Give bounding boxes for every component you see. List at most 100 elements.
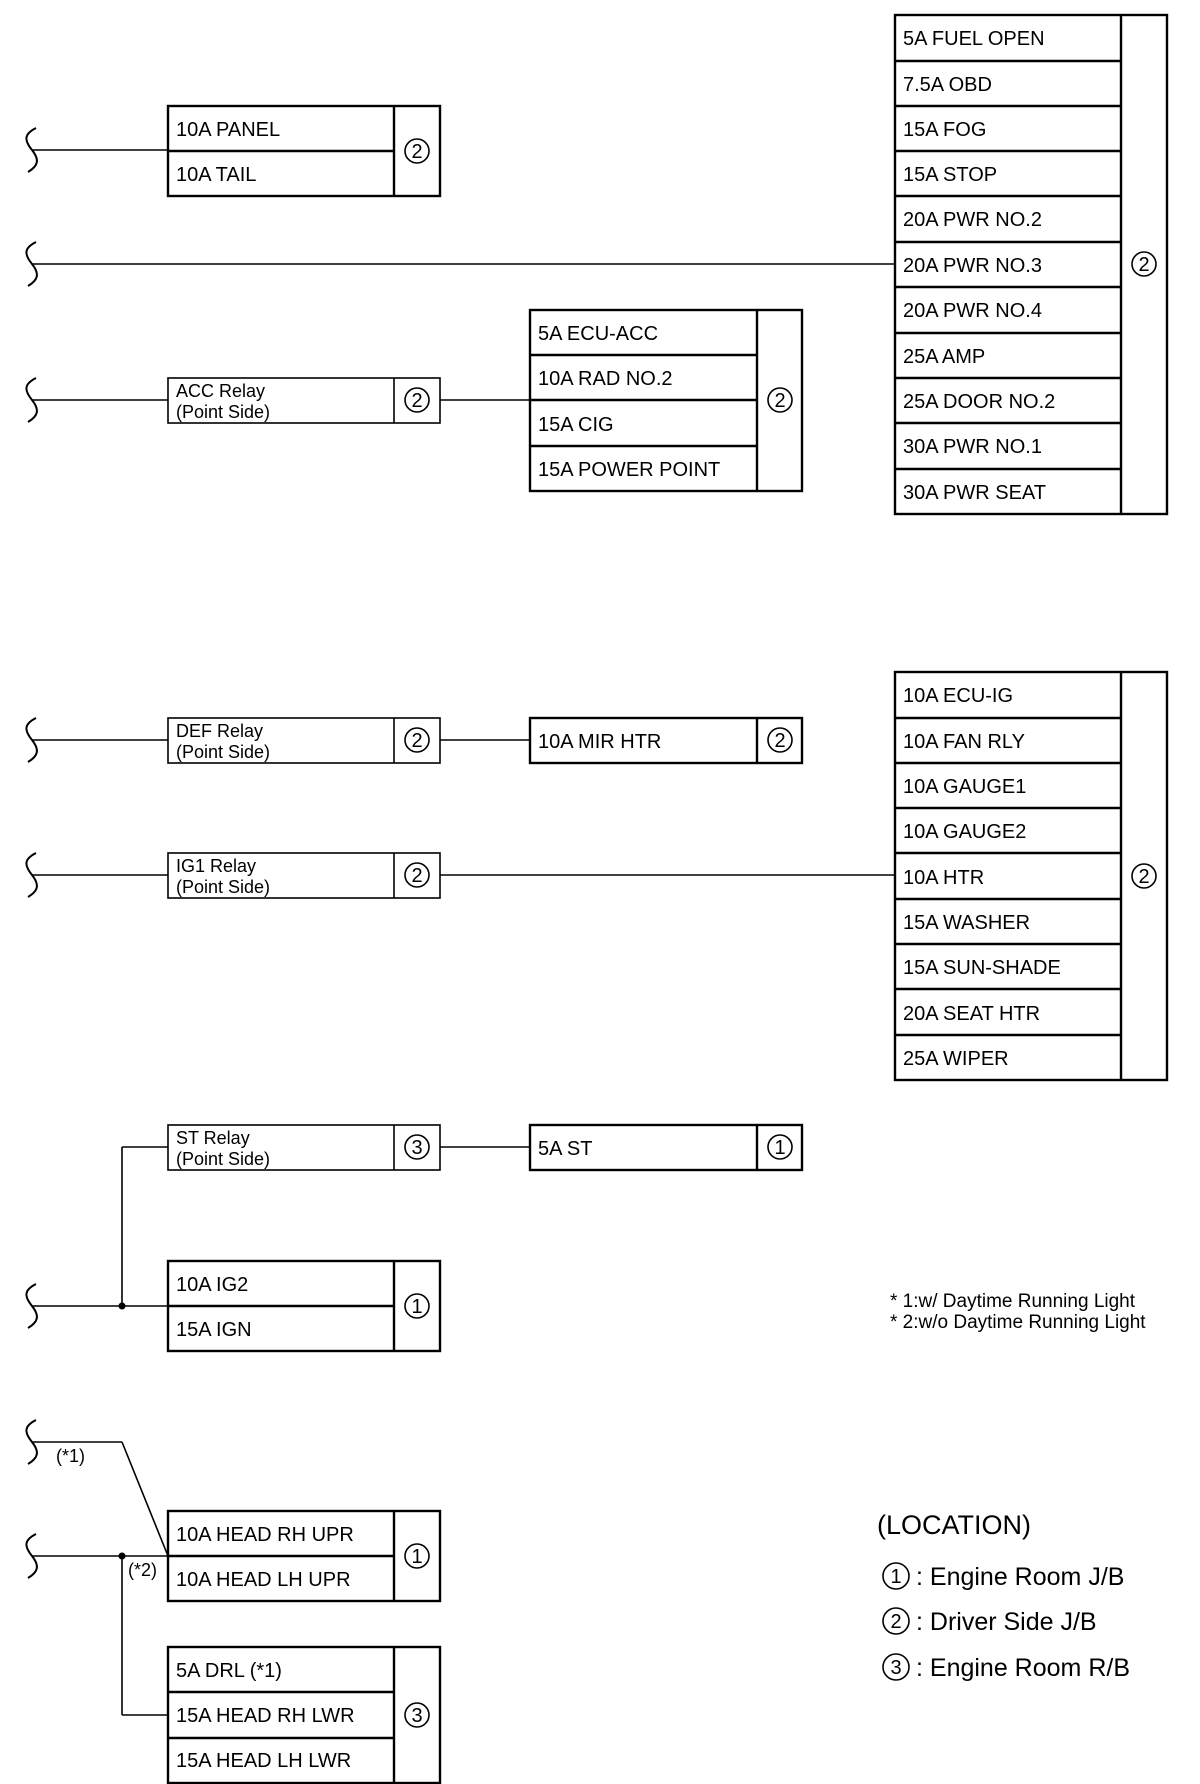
fuse-label: 15A STOP xyxy=(903,164,997,186)
location-symbol xyxy=(404,862,430,888)
location-number: 2 xyxy=(411,730,422,752)
fuse-label: 20A SEAT HTR xyxy=(903,1003,1040,1025)
location-symbol xyxy=(404,1293,430,1319)
location-symbol xyxy=(404,727,430,753)
legend-number: 2 xyxy=(890,1611,901,1633)
location-symbol xyxy=(404,1134,430,1160)
fuse-label: 10A ECU-IG xyxy=(903,685,1013,707)
location-legend: (LOCATION) 1 : Engine Room J/B 2 : Drive… xyxy=(877,1510,1130,1682)
wire-label-star2: (*2) xyxy=(128,1560,157,1580)
fuse-label: 30A PWR NO.1 xyxy=(903,436,1042,458)
fuse-label: 15A IGN xyxy=(176,1319,252,1341)
wires xyxy=(32,149,895,1716)
fuse-label: 10A HEAD LH UPR xyxy=(176,1569,351,1591)
fuse-label: 20A PWR NO.2 xyxy=(903,209,1042,231)
fuse-label: 25A AMP xyxy=(903,346,985,368)
note-line: * 1:w/ Daytime Running Light xyxy=(890,1291,1136,1312)
relay-st: ST Relay (Point Side) 3 xyxy=(167,1124,441,1171)
location-symbol xyxy=(404,138,430,164)
relay-acc: ACC Relay (Point Side) 2 xyxy=(167,377,441,424)
relay-label: ST Relay xyxy=(176,1128,250,1148)
fuse-label: 5A DRL (*1) xyxy=(176,1660,282,1682)
legend-label: : Engine Room R/B xyxy=(916,1654,1130,1682)
fuse-block-right-top: 5A FUEL OPEN 7.5A OBD 15A FOG 15A STOP 2… xyxy=(893,13,1169,516)
location-number: 2 xyxy=(774,730,785,752)
fuse-label: 20A PWR NO.3 xyxy=(903,255,1042,277)
fuse-label: 10A MIR HTR xyxy=(538,731,661,753)
fuse-label: 10A GAUGE2 xyxy=(903,821,1026,843)
fuse-label: 15A CIG xyxy=(538,414,614,436)
legend-symbol xyxy=(882,1607,910,1635)
relay-label: DEF Relay xyxy=(176,721,263,741)
wire-label-star1: (*1) xyxy=(56,1446,85,1466)
location-symbol xyxy=(767,1134,793,1160)
junction-dot xyxy=(118,1552,126,1560)
fuse-label: 25A WIPER xyxy=(903,1048,1009,1070)
location-symbol xyxy=(1131,863,1157,889)
relay-sublabel: (Point Side) xyxy=(176,742,270,762)
fuse-label: 5A FUEL OPEN xyxy=(903,28,1045,50)
location-symbol xyxy=(767,727,793,753)
location-number: 2 xyxy=(774,390,785,412)
fuse-block-ig2: 10A IG2 15A IGN 1 xyxy=(166,1259,442,1353)
relay-label: IG1 Relay xyxy=(176,856,256,876)
note-line: * 2:w/o Daytime Running Light xyxy=(890,1312,1146,1333)
fuse-block-mir-htr: 10A MIR HTR 2 xyxy=(528,716,804,765)
legend-label: : Driver Side J/B xyxy=(916,1608,1097,1636)
relay-ig1: IG1 Relay (Point Side) 2 xyxy=(167,852,441,899)
relay-label: ACC Relay xyxy=(176,381,265,401)
location-number: 1 xyxy=(411,1546,422,1568)
relay-sublabel: (Point Side) xyxy=(176,1149,270,1169)
fuse-block-panel: 10A PANEL 10A TAIL 2 xyxy=(166,104,442,198)
fuse-label: 20A PWR NO.4 xyxy=(903,300,1042,322)
fuse-label: 10A GAUGE1 xyxy=(903,776,1026,798)
location-number: 2 xyxy=(1138,254,1149,276)
fuse-label: 15A HEAD RH LWR xyxy=(176,1705,355,1727)
fuse-label: 10A HEAD RH UPR xyxy=(176,1524,354,1546)
legend-number: 1 xyxy=(890,1566,901,1588)
fuse-block-acc: 5A ECU-ACC 10A RAD NO.2 15A CIG 15A POWE… xyxy=(528,308,804,493)
fuse-block-head-lwr: 5A DRL (*1) 15A HEAD RH LWR 15A HEAD LH … xyxy=(166,1645,442,1784)
location-number: 2 xyxy=(411,141,422,163)
location-number: 1 xyxy=(774,1137,785,1159)
fuse-label: 10A IG2 xyxy=(176,1274,248,1296)
fuse-label: 5A ECU-ACC xyxy=(538,323,658,345)
fuse-label: 5A ST xyxy=(538,1138,592,1160)
location-symbol xyxy=(767,387,793,413)
location-symbol xyxy=(1131,251,1157,277)
legend-label: : Engine Room J/B xyxy=(916,1563,1124,1591)
location-symbol xyxy=(404,387,430,413)
fuse-label: 15A SUN-SHADE xyxy=(903,957,1061,979)
location-number: 2 xyxy=(1138,866,1149,888)
location-number: 1 xyxy=(411,1296,422,1318)
location-number: 2 xyxy=(411,390,422,412)
legend-title: (LOCATION) xyxy=(877,1510,1031,1540)
fuse-label: 30A PWR SEAT xyxy=(903,482,1046,504)
fuse-label: 10A FAN RLY xyxy=(903,731,1025,753)
junction-dot xyxy=(118,1302,126,1310)
fuse-label: 15A HEAD LH LWR xyxy=(176,1750,351,1772)
wire-breaks xyxy=(25,127,38,1579)
fuse-label: 10A RAD NO.2 xyxy=(538,368,673,390)
legend-symbol xyxy=(882,1653,910,1681)
fuse-label: 15A POWER POINT xyxy=(538,459,720,481)
relay-sublabel: (Point Side) xyxy=(176,877,270,897)
location-number: 2 xyxy=(411,865,422,887)
fuse-label: 15A FOG xyxy=(903,119,986,141)
location-symbol xyxy=(404,1543,430,1569)
relay-def: DEF Relay (Point Side) 2 xyxy=(167,717,441,764)
legend-symbol xyxy=(882,1562,910,1590)
fuse-label: 15A WASHER xyxy=(903,912,1030,934)
fuse-label: 7.5A OBD xyxy=(903,74,992,96)
location-number: 3 xyxy=(411,1137,422,1159)
location-number: 3 xyxy=(411,1705,422,1727)
relay-sublabel: (Point Side) xyxy=(176,402,270,422)
fuse-block-st: 5A ST 1 xyxy=(528,1123,804,1172)
legend-number: 3 xyxy=(890,1657,901,1679)
fuse-label: 10A PANEL xyxy=(176,119,280,141)
fuse-label: 10A TAIL xyxy=(176,164,256,186)
location-symbol xyxy=(404,1702,430,1728)
fuse-block-head-upr: 10A HEAD RH UPR 10A HEAD LH UPR 1 xyxy=(166,1509,442,1603)
fuse-label: 10A HTR xyxy=(903,867,984,889)
